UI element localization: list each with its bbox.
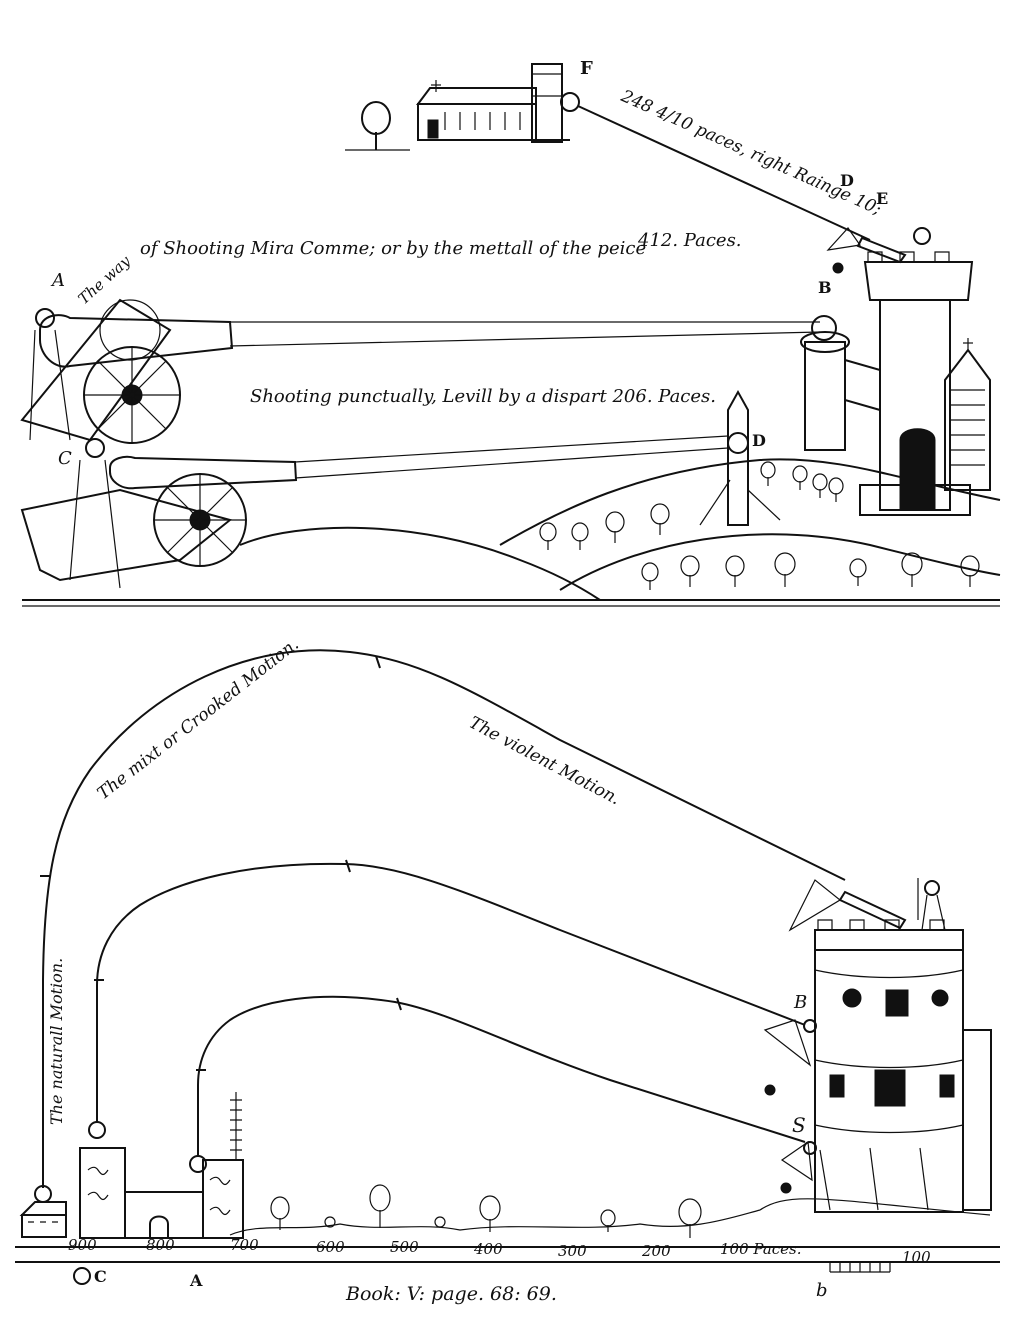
shooting-mira-text: of Shooting Mira Comme; or by the mettal…	[140, 238, 646, 259]
house-icon	[19, 1201, 67, 1238]
range-line-to-church	[577, 105, 871, 241]
range-text: 248 4/10 paces, right Rainge 10;	[617, 86, 884, 220]
hill-trees	[539, 461, 980, 590]
scale-tick-right-100: 100	[902, 1248, 931, 1266]
tree-icon	[849, 558, 867, 586]
tree-icon	[571, 522, 589, 550]
tree-icon	[600, 1209, 616, 1232]
tree-icon	[324, 1216, 336, 1228]
scale-tick-100-paces: 100 Paces.	[720, 1240, 802, 1258]
trajectory-middle	[96, 862, 806, 1122]
label-a-bottom: A	[189, 1271, 203, 1290]
trajectory-low	[197, 995, 806, 1156]
label-f: F	[580, 58, 593, 79]
church-icon	[416, 63, 580, 143]
tree-icon	[345, 101, 410, 151]
label-d-post: D	[752, 431, 766, 450]
tree-icon	[479, 1195, 501, 1232]
cannon-c-icon	[20, 438, 298, 589]
shot-ball-c	[73, 1267, 91, 1285]
scale-tick-800: 800	[146, 1236, 175, 1254]
tree-icon	[539, 522, 557, 550]
tree-icon	[369, 1184, 391, 1228]
footer-text: Book: V: page. 68: 69.	[345, 1283, 557, 1305]
tree-icon	[650, 503, 670, 535]
natural-motion-text: The naturall Motion.	[47, 958, 66, 1125]
scale-tick-300: 300	[558, 1242, 587, 1260]
level-line-lower	[294, 447, 729, 479]
tree-icon	[812, 473, 828, 498]
label-b: B	[818, 278, 832, 297]
level-post-icon	[699, 389, 781, 526]
trajectory-high	[42, 649, 846, 1188]
castle-icon	[800, 227, 991, 516]
tree-icon	[434, 1216, 446, 1228]
scale-ticks: 900 800 700 600 500 400 300 200 100 Pace…	[68, 1236, 931, 1266]
level-line-upper	[294, 435, 729, 463]
label-b-bottom: B	[793, 992, 807, 1013]
scale-tick-400: 400	[473, 1240, 503, 1258]
label-b-small: b	[816, 1280, 828, 1301]
cannon-a-icon	[20, 298, 234, 444]
violent-motion-text: The violent Motion.	[466, 713, 624, 810]
label-c: C	[58, 448, 72, 469]
tree-icon	[725, 555, 745, 587]
bottom-panel: The mixt or Crooked Motion. The violent …	[15, 634, 1000, 1305]
middle-hill	[559, 533, 1001, 591]
top-panel: F 248 4/10 paces, right Rainge 10; D E A…	[20, 58, 1001, 607]
round-tower-icon	[763, 878, 992, 1213]
shooting-level-text: Shooting punctually, Levill by a dispart…	[250, 386, 716, 407]
tree-icon	[680, 555, 700, 587]
tree-icon	[774, 552, 796, 587]
tree-icon	[678, 1198, 702, 1238]
bottom-ground	[229, 1198, 991, 1236]
scale-subdivision	[829, 1262, 891, 1273]
town-gate-icon	[79, 1092, 244, 1239]
label-s-bottom: S	[792, 1113, 806, 1137]
tree-icon	[828, 477, 844, 502]
ground-trees	[270, 1184, 702, 1238]
shot-ball-violent	[189, 1155, 207, 1173]
mixt-motion-text: The mixt or Crooked Motion.	[94, 634, 303, 803]
tree-icon	[901, 552, 923, 587]
label-d-tower: D	[840, 171, 854, 190]
shot-ball-mixt	[88, 1121, 106, 1139]
shot-ball-natural	[34, 1185, 52, 1203]
trajectory-marks	[40, 655, 402, 1071]
mira-comme-line-lower	[229, 331, 821, 347]
scale-tick-200: 200	[641, 1242, 671, 1260]
paces-412-text: 412. Paces.	[637, 230, 742, 251]
way-text: The way	[75, 252, 135, 308]
scale-tick-600: 600	[316, 1238, 345, 1256]
tree-icon	[605, 511, 625, 543]
scale-tick-900: 900	[68, 1236, 97, 1254]
tree-icon	[760, 461, 776, 486]
scale-tick-700: 700	[230, 1236, 259, 1254]
label-a: A	[50, 270, 65, 291]
tree-icon	[641, 562, 659, 590]
scale-tick-500: 500	[390, 1238, 419, 1256]
label-e: E	[876, 189, 888, 208]
label-c-bottom: C	[94, 1267, 107, 1286]
foreground-hill	[239, 526, 601, 601]
tree-icon	[960, 555, 980, 587]
tree-icon	[270, 1196, 290, 1230]
tree-icon	[792, 465, 808, 490]
